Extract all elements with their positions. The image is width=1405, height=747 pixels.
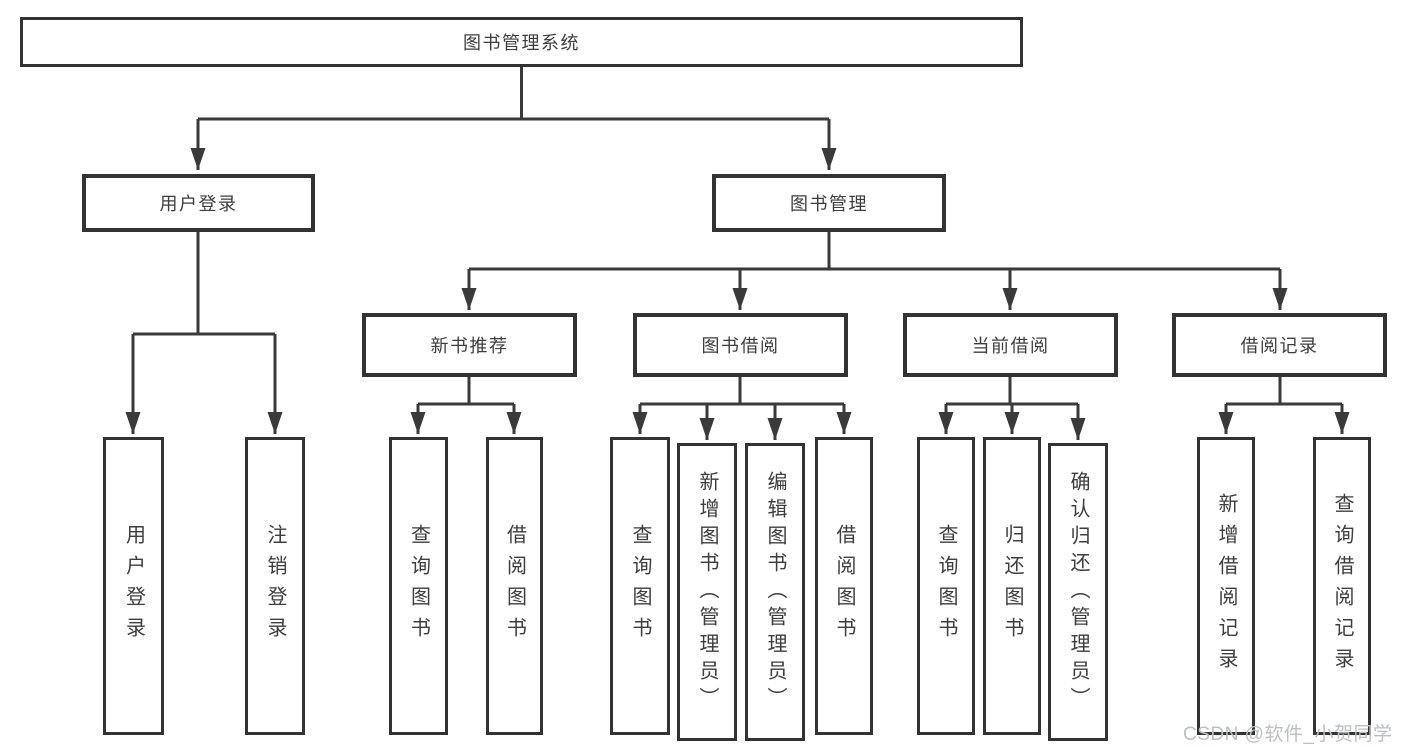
leaf-return-book-label: 归还图书 — [1001, 524, 1023, 648]
leaf-query-books-recommend-label: 查询图书 — [407, 524, 430, 648]
node-root: 图书管理系统 — [20, 17, 1023, 67]
node-user-login-label: 用户登录 — [159, 194, 238, 214]
leaf-borrow-books-recommend: 借阅图书 — [486, 437, 543, 735]
node-book-management-label: 图书管理 — [790, 194, 868, 214]
leaf-confirm-return-admin: 确认归还（管理员） — [1048, 443, 1108, 741]
leaf-add-book-admin: 新增图书（管理员） — [677, 443, 737, 741]
node-borrow-records: 借阅记录 — [1172, 313, 1387, 377]
node-current-borrow-label: 当前借阅 — [971, 336, 1050, 356]
node-current-borrow: 当前借阅 — [903, 313, 1118, 377]
leaf-logout: 注销登录 — [245, 437, 305, 735]
leaf-return-book: 归还图书 — [983, 437, 1041, 735]
leaf-query-books-borrow-label: 查询图书 — [629, 524, 651, 648]
leaf-query-borrow-record-label: 查询借阅记录 — [1331, 493, 1353, 679]
leaf-user-login-label: 用户登录 — [122, 524, 145, 648]
node-book-borrow: 图书借阅 — [633, 313, 848, 377]
leaf-user-login: 用户登录 — [103, 437, 164, 735]
leaf-logout-label: 注销登录 — [264, 524, 286, 648]
leaf-query-books-borrow: 查询图书 — [610, 437, 670, 735]
node-book-management: 图书管理 — [712, 174, 946, 232]
leaf-query-books-current: 查询图书 — [917, 437, 975, 735]
leaf-borrow-books-2: 借阅图书 — [815, 437, 873, 735]
node-root-label: 图书管理系统 — [463, 33, 580, 53]
watermark: CSDN @软件_小贺同学 — [1183, 724, 1393, 745]
leaf-query-books-recommend: 查询图书 — [389, 437, 448, 735]
leaf-add-borrow-record-label: 新增借阅记录 — [1215, 493, 1237, 679]
node-user-login: 用户登录 — [82, 174, 315, 232]
node-book-borrow-label: 图书借阅 — [701, 336, 780, 356]
leaf-confirm-return-admin-label: 确认归还（管理员） — [1067, 470, 1089, 714]
leaf-add-book-admin-label: 新增图书（管理员） — [696, 470, 718, 714]
leaf-add-borrow-record: 新增借阅记录 — [1197, 437, 1255, 735]
leaf-query-books-current-label: 查询图书 — [935, 524, 957, 648]
node-borrow-records-label: 借阅记录 — [1240, 336, 1319, 356]
leaf-borrow-books-recommend-label: 借阅图书 — [503, 524, 526, 648]
leaf-edit-book-admin: 编辑图书（管理员） — [745, 443, 805, 741]
leaf-borrow-books-2-label: 借阅图书 — [833, 524, 855, 648]
leaf-edit-book-admin-label: 编辑图书（管理员） — [764, 470, 786, 714]
leaf-query-borrow-record: 查询借阅记录 — [1313, 437, 1371, 735]
node-new-book-recommend: 新书推荐 — [362, 313, 577, 377]
node-new-book-recommend-label: 新书推荐 — [430, 336, 509, 356]
